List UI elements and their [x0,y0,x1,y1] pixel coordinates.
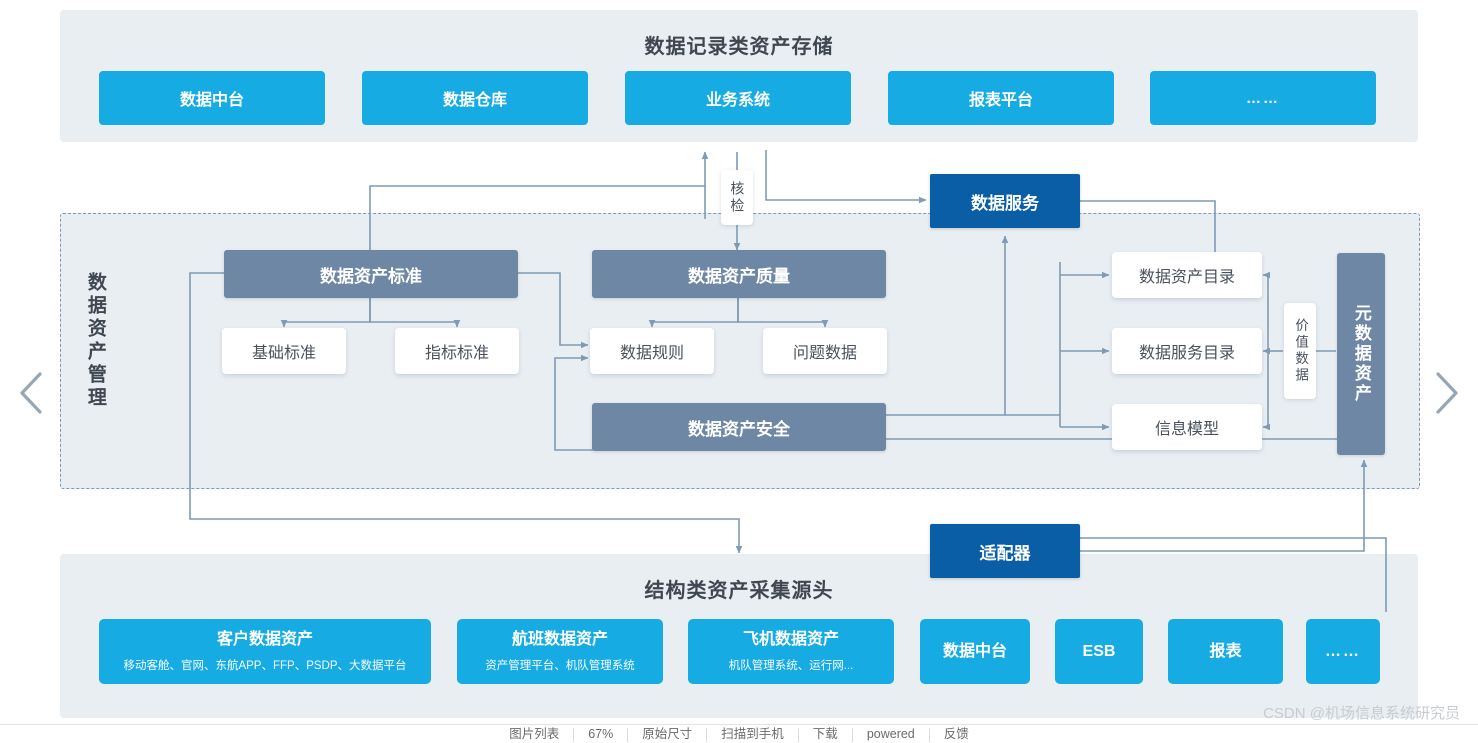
check-label: 核检 [729,180,746,215]
standard-child-1-label: 指标标准 [424,345,489,362]
standard-child-1[interactable]: 指标标准 [395,328,519,374]
catalog-0-label: 数据资产目录 [1138,269,1235,286]
watermark: CSDN @机场信息系统研究员 [1263,705,1460,722]
quality-child-0-label: 数据规则 [619,345,684,362]
top-item-0[interactable]: 数据中台 [99,71,325,125]
toolbar-item-4[interactable]: 下载 [812,727,838,741]
data-service-label: 数据服务 [971,193,1039,213]
meta-data-asset-label: 元数据资产 [1351,304,1371,404]
region-side-label: 数据资产管理 [84,272,106,410]
toolbar-sep [627,728,629,742]
top-item-1[interactable]: 数据仓库 [362,71,588,125]
source-card-5[interactable]: 报表 [1168,619,1283,684]
source-card-3[interactable]: 数据中台 [920,619,1030,684]
adapter-node[interactable]: 适配器 [930,524,1080,578]
catalog-2-label: 信息模型 [1154,421,1219,438]
top-item-4[interactable]: …… [1150,71,1376,125]
data-asset-security-label: 数据资产安全 [688,419,790,439]
data-service-node[interactable]: 数据服务 [930,174,1080,228]
viewer-toolbar: 图片列表 67% 原始尺寸 扫描到手机 下载 powered 反馈 [0,724,1478,743]
source-card-4[interactable]: ESB [1055,619,1143,684]
catalog-2[interactable]: 信息模型 [1112,404,1262,450]
bottom-panel-title: 结构类资产采集源头 [644,580,834,602]
source-card-5-title: 报表 [1209,642,1242,660]
chevron-right-icon[interactable] [1432,368,1464,418]
data-asset-standard-node[interactable]: 数据资产标准 [224,250,518,298]
meta-data-asset-node[interactable]: 元数据资产 [1337,253,1385,455]
catalog-1[interactable]: 数据服务目录 [1112,328,1262,374]
source-card-4-title: ESB [1082,642,1116,660]
toolbar-sep [573,728,575,742]
source-card-1-title: 航班数据资产 [511,631,608,649]
quality-child-0[interactable]: 数据规则 [590,328,714,374]
top-item-3-label: 报表平台 [968,92,1033,109]
source-card-2[interactable]: 飞机数据资产 机队管理系统、运行网... [688,619,894,684]
source-card-1[interactable]: 航班数据资产 资产管理平台、机队管理系统 [457,619,663,684]
top-item-4-label: …… [1246,89,1280,107]
toolbar-sep [928,728,930,742]
source-card-3-title: 数据中台 [942,642,1007,660]
top-item-0-label: 数据中台 [179,92,244,109]
toolbar-item-6[interactable]: 反馈 [943,727,969,741]
check-label-chip: 核检 [721,170,753,225]
chevron-left-icon[interactable] [14,368,46,418]
catalog-0[interactable]: 数据资产目录 [1112,252,1262,298]
quality-child-1[interactable]: 问题数据 [763,328,887,374]
quality-child-1-label: 问题数据 [792,345,857,362]
toolbar-item-3[interactable]: 扫描到手机 [721,727,784,741]
toolbar-item-1[interactable]: 67% [588,727,614,741]
source-card-0[interactable]: 客户数据资产 移动客舱、官网、东航APP、FFP、PSDP、大数据平台 [99,619,431,684]
data-asset-standard-label: 数据资产标准 [320,266,422,286]
top-item-2[interactable]: 业务系统 [625,71,851,125]
top-panel-title: 数据记录类资产存储 [644,36,834,58]
source-card-6[interactable]: …… [1306,619,1380,684]
adapter-label: 适配器 [979,543,1031,563]
source-card-0-sub: 移动客舱、官网、东航APP、FFP、PSDP、大数据平台 [123,659,407,672]
toolbar-sep [797,728,799,742]
value-data-label: 价值数据 [1293,318,1309,384]
toolbar-sep [851,728,853,742]
toolbar-item-2[interactable]: 原始尺寸 [642,727,693,741]
catalog-1-label: 数据服务目录 [1138,345,1235,362]
source-card-1-sub: 资产管理平台、机队管理系统 [485,659,635,672]
top-item-1-label: 数据仓库 [442,92,507,109]
standard-child-0-label: 基础标准 [251,345,316,362]
standard-child-0[interactable]: 基础标准 [222,328,346,374]
toolbar-item-5[interactable]: powered [866,727,915,741]
data-asset-quality-label: 数据资产质量 [688,266,790,286]
top-item-3[interactable]: 报表平台 [888,71,1114,125]
source-card-6-title: …… [1325,642,1361,660]
top-item-2-label: 业务系统 [705,92,770,109]
toolbar-sep [706,728,708,742]
value-data-chip: 价值数据 [1284,303,1316,399]
data-asset-quality-node[interactable]: 数据资产质量 [592,250,886,298]
source-card-2-title: 飞机数据资产 [742,631,839,649]
source-card-0-title: 客户数据资产 [216,631,313,649]
data-asset-security-node[interactable]: 数据资产安全 [592,403,886,451]
toolbar-item-0[interactable]: 图片列表 [509,727,560,741]
source-card-2-sub: 机队管理系统、运行网... [728,659,854,672]
